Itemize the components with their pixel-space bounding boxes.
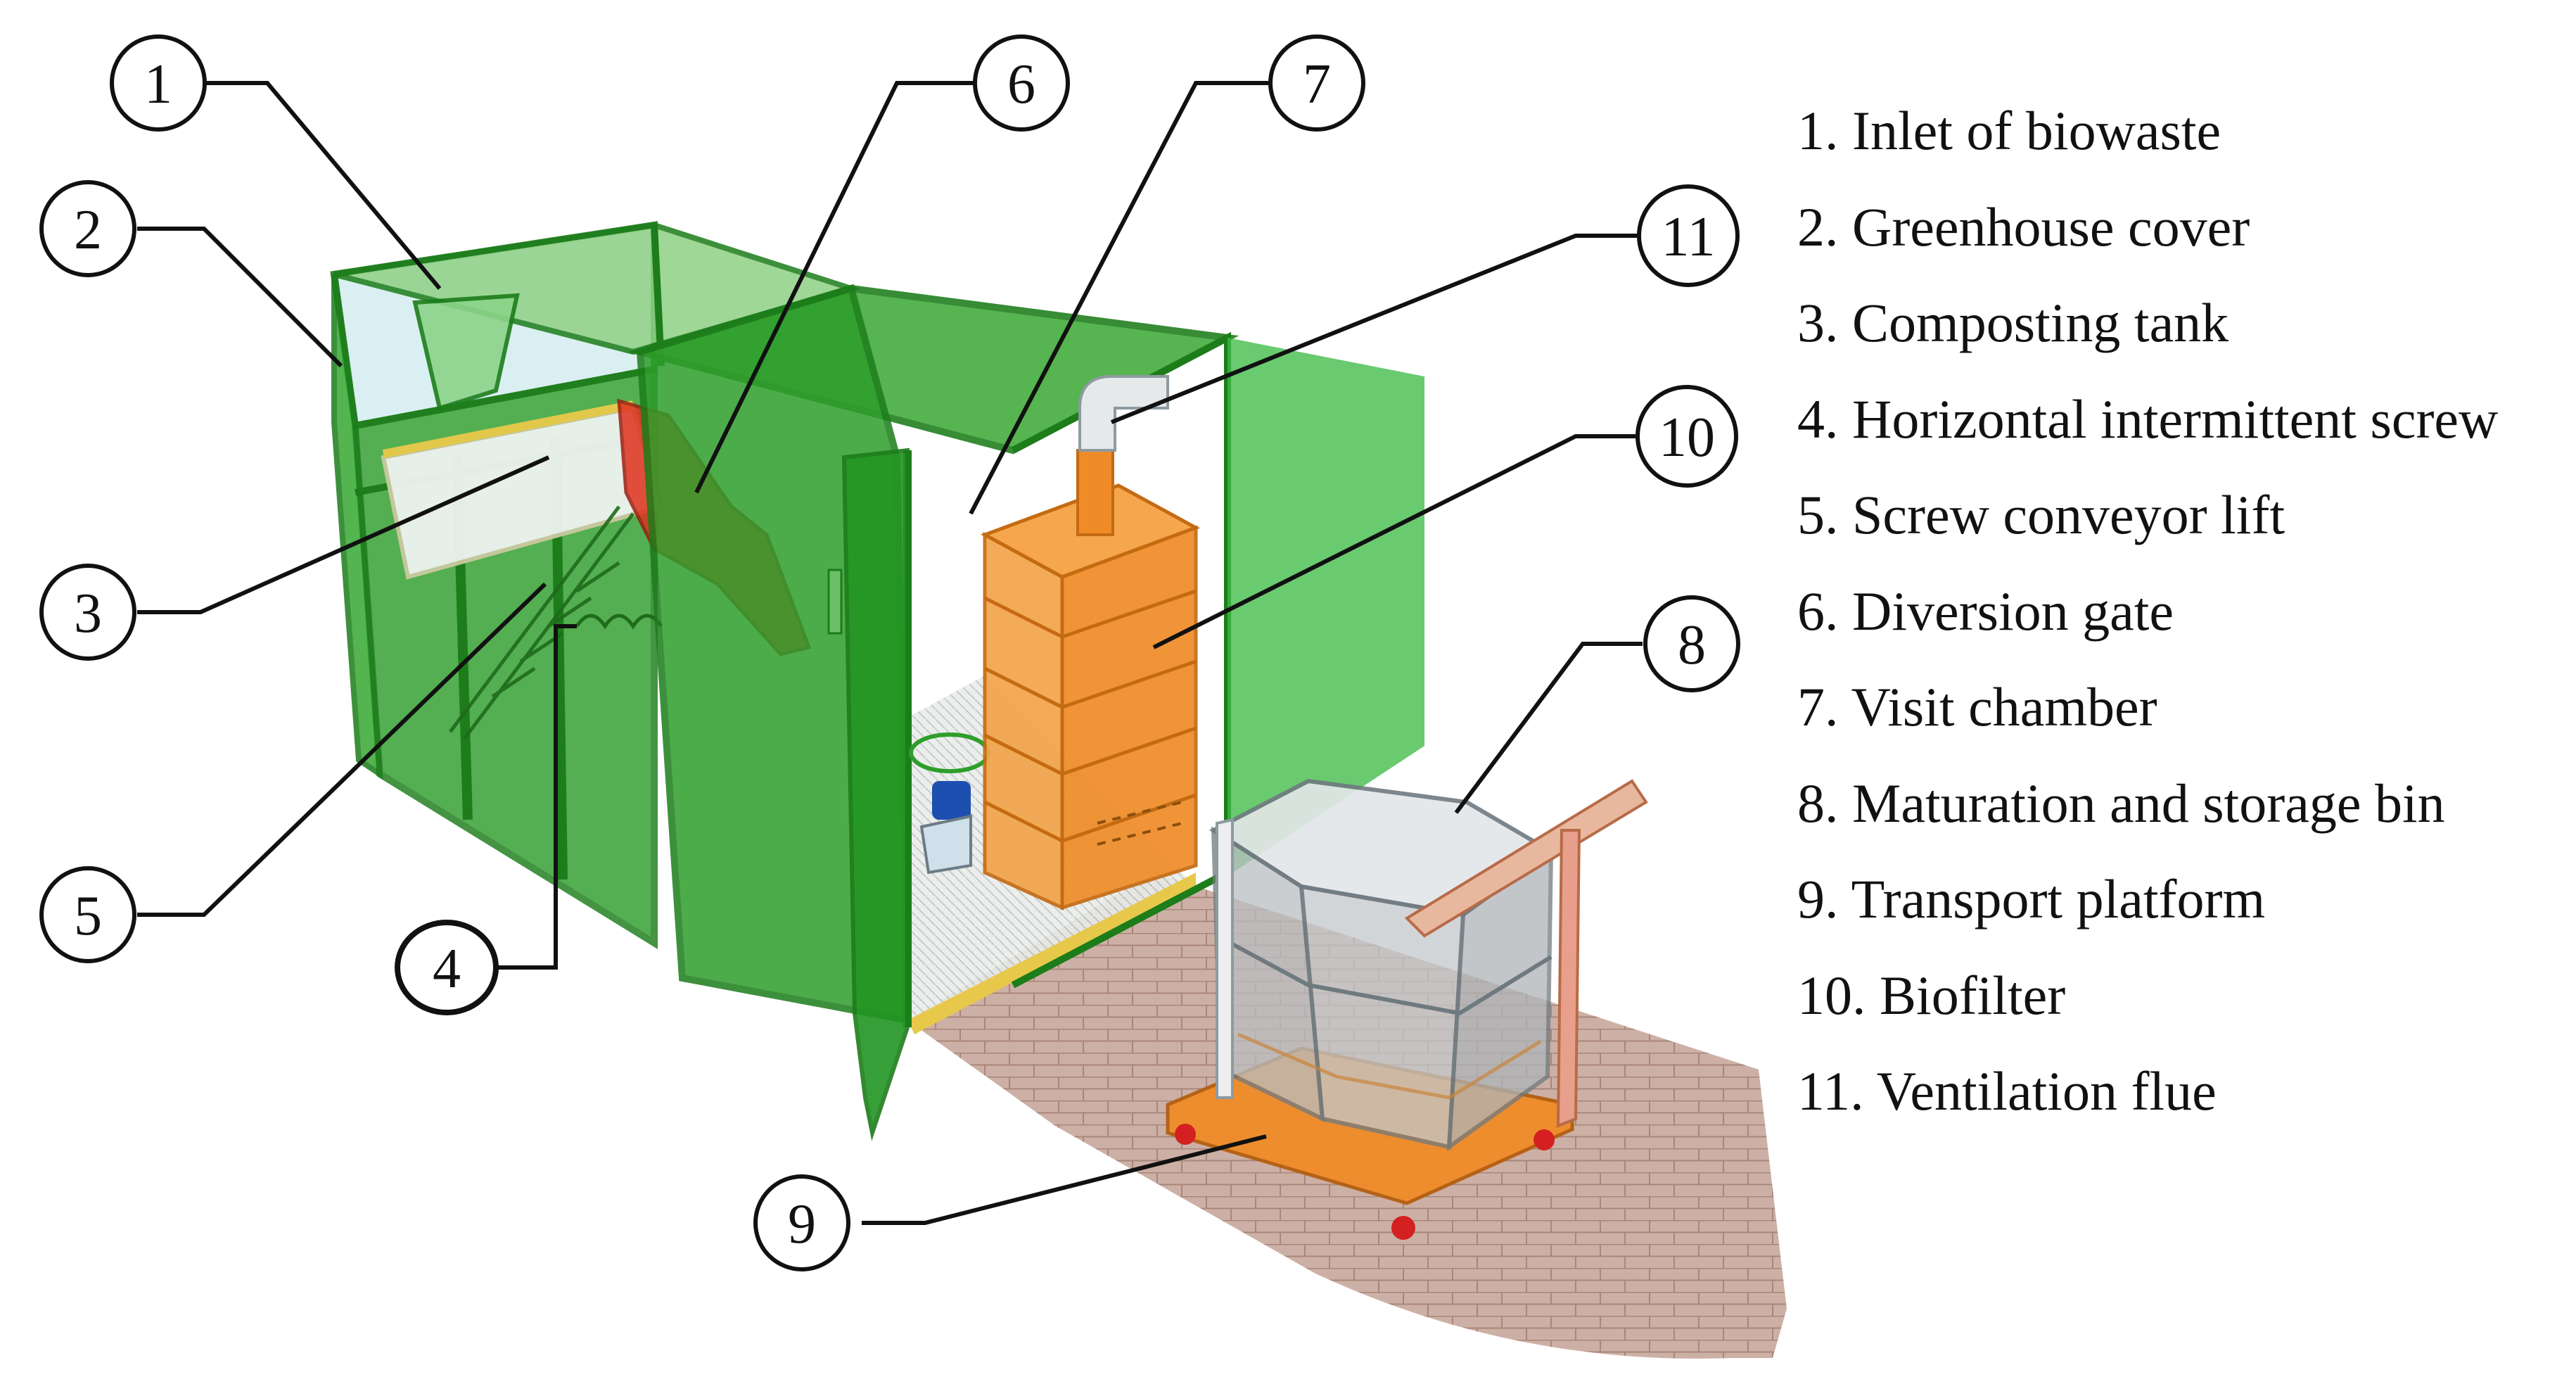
leader-2 [137, 227, 343, 368]
leader-4 [492, 624, 577, 970]
threshold-strip [907, 872, 1196, 1034]
legend-item: 8. Maturation and storage bin [1797, 772, 2445, 834]
leader-7 [969, 81, 1270, 515]
cart-handle [1404, 779, 1648, 938]
svg-text:1: 1 [144, 53, 172, 115]
tank-rim [382, 400, 635, 458]
callout-2: 2 [39, 180, 136, 277]
legend-item: 4. Horizontal intermittent screw [1797, 388, 2499, 450]
callout-9: 9 [753, 1174, 850, 1271]
cart-post-right [1556, 829, 1581, 1128]
svg-text:11: 11 [1661, 206, 1715, 268]
leader-6 [694, 81, 974, 494]
svg-text:10: 10 [1659, 407, 1715, 469]
legend-item: 3. Composting tank [1797, 292, 2229, 353]
leader-10 [1152, 434, 1635, 649]
legend-item: 11. Ventilation flue [1797, 1060, 2217, 1122]
svg-text:3: 3 [74, 583, 102, 645]
horizontal-intermittent-screw [575, 614, 663, 630]
leader-11 [1110, 234, 1639, 424]
callout-11: 11 [1637, 184, 1740, 287]
svg-text:7: 7 [1303, 53, 1331, 115]
legend-item: 5. Screw conveyor lift [1797, 484, 2285, 545]
screw-conveyor-lift [449, 505, 635, 740]
legend-item: 1. Inlet of biowaste [1797, 100, 2221, 161]
callout-3: 3 [39, 564, 136, 661]
svg-text:6: 6 [1007, 53, 1035, 115]
legend-item: 10. Biofilter [1797, 964, 2066, 1026]
leader-5 [137, 582, 547, 917]
component-legend: 1. Inlet of biowaste 2. Greenhouse cover… [1797, 83, 2557, 1140]
svg-text:5: 5 [74, 885, 102, 947]
legend-item: 7. Visit chamber [1797, 676, 2157, 737]
callout-10: 10 [1635, 385, 1738, 488]
legend-item: 2. Greenhouse cover [1797, 196, 2250, 258]
cart-post-left [1216, 818, 1234, 1099]
callout-5: 5 [39, 866, 136, 963]
legend-item: 6. Diversion gate [1797, 580, 2174, 642]
svg-text:4: 4 [433, 938, 461, 1000]
callout-8: 8 [1643, 595, 1740, 692]
visit-chamber-door [841, 448, 910, 1141]
biofilter [980, 483, 1201, 910]
platform-wheels [1175, 1124, 1555, 1240]
svg-text:9: 9 [788, 1193, 816, 1255]
callout-6: 6 [973, 34, 1070, 132]
open-side-panel [1228, 338, 1424, 876]
biowaste-inlet [412, 293, 520, 411]
ventilation-flue [1076, 375, 1169, 536]
leader-3 [137, 455, 550, 614]
leader-1 [204, 81, 442, 290]
leader-lines [137, 81, 1643, 1225]
leader-8 [1454, 642, 1643, 814]
legend-item: 9. Transport platform [1797, 868, 2266, 929]
svg-text:2: 2 [74, 199, 102, 261]
callout-1: 1 [110, 34, 207, 132]
maturation-storage-bin [1209, 778, 1555, 1152]
leader-9 [862, 1134, 1267, 1225]
svg-text:8: 8 [1678, 614, 1706, 676]
callout-7: 7 [1268, 34, 1365, 132]
blower-icon [909, 732, 990, 875]
callout-4: 4 [395, 920, 499, 1015]
